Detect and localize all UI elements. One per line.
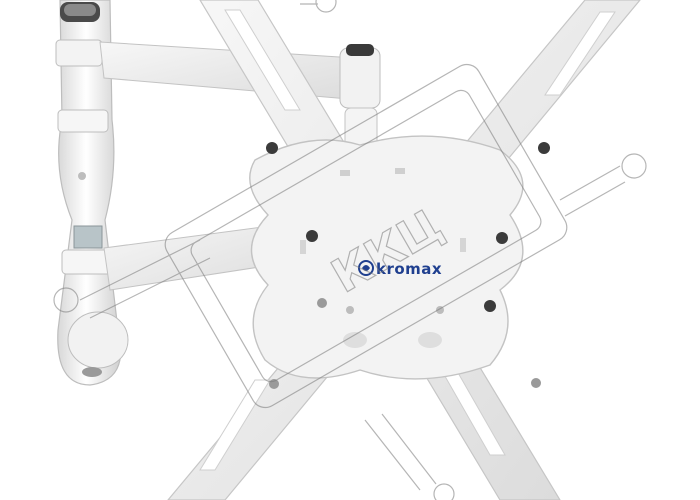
brand-text: kromax [376, 260, 442, 278]
wall-plate-column [55, 0, 129, 386]
brand-logo: kromax [358, 260, 442, 278]
watermark [53, 0, 647, 500]
kromax-swirl-logo-icon [358, 260, 374, 276]
center-plate [249, 135, 524, 380]
